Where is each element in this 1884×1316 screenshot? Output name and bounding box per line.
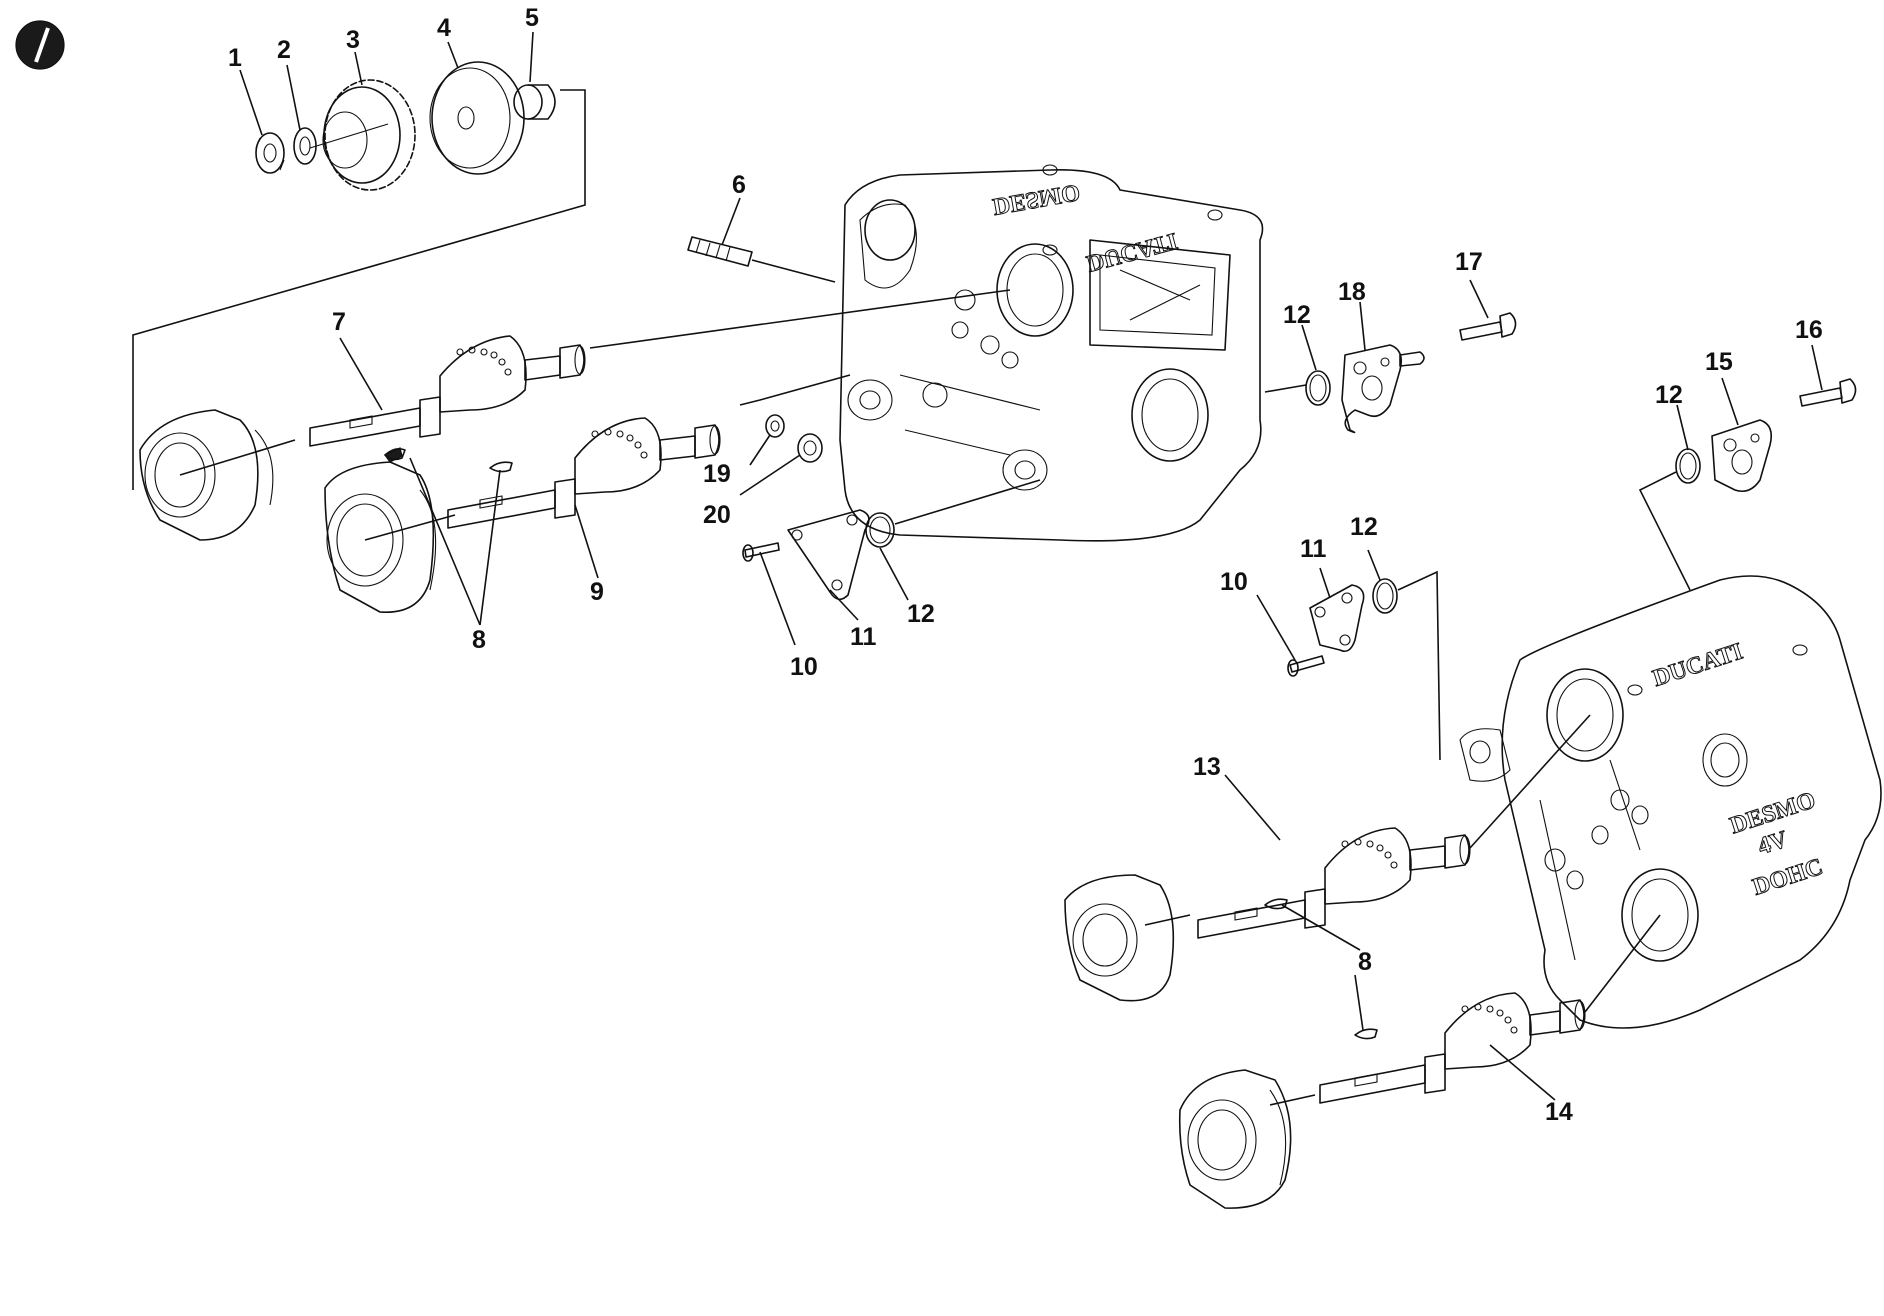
part-13-camshaft (1197, 827, 1471, 939)
part-7-camshaft (309, 335, 586, 447)
callout-12-right-lower: 12 (1350, 513, 1378, 541)
part-12-ring-right-lower (1372, 578, 1398, 614)
group-bracket-line (132, 89, 586, 490)
cylinder-head-horizontal: DESMO DUCATI (839, 164, 1264, 542)
callout-8-right: 8 (1358, 948, 1372, 976)
callout-12-left: 12 (907, 600, 935, 628)
callout-14: 14 (1545, 1098, 1573, 1126)
part-1-nut (255, 132, 285, 174)
callout-7: 7 (332, 308, 346, 336)
part-14-camshaft (1319, 992, 1586, 1104)
callout-20: 20 (703, 501, 731, 529)
cam-cover-lower-right (1178, 1069, 1292, 1209)
callout-16: 16 (1795, 316, 1823, 344)
part-5-bushing (513, 84, 556, 120)
part-9-camshaft (447, 417, 721, 529)
head-brand-desmo-mirrored: DESMO (991, 178, 1082, 219)
head-brand-ducati: DUCATI (1650, 639, 1746, 692)
callout-6: 6 (732, 171, 746, 199)
part-8-key-right-b (1354, 1028, 1378, 1040)
part-10-bolt-left (742, 542, 780, 562)
callout-19: 19 (703, 460, 731, 488)
callout-5: 5 (525, 4, 539, 32)
cam-cover-upper-left (139, 409, 274, 541)
part-2-washer (293, 127, 317, 165)
part-10-bolt-right (1287, 655, 1325, 677)
head-brand-4v: 4V (1755, 826, 1792, 860)
part-20-bushing (797, 433, 823, 463)
head-brand-ducati-mirrored: DUCATI (1084, 227, 1180, 276)
section-marker-icon (15, 20, 65, 70)
callout-1: 1 (228, 44, 242, 72)
callout-12-upper: 12 (1283, 301, 1311, 329)
part-15-tensioner-body (1711, 419, 1773, 493)
part-17-bolt-upper (1459, 312, 1517, 341)
callout-9: 9 (590, 578, 604, 606)
callout-10-right: 10 (1220, 568, 1248, 596)
part-19-ring (765, 414, 785, 438)
cam-cover-lower-left (324, 461, 437, 613)
callout-10-left: 10 (790, 653, 818, 681)
part-4-pulley-plate (429, 61, 525, 175)
part-3-gear (309, 79, 416, 191)
callout-15: 15 (1705, 348, 1733, 376)
callout-17: 17 (1455, 248, 1483, 276)
callout-11-right: 11 (1300, 535, 1327, 563)
callout-4: 4 (437, 14, 451, 42)
callout-18: 18 (1338, 278, 1366, 306)
part-11-plate-left (787, 509, 870, 601)
cylinder-head-vertical: DUCATI DESMO 4V DOHC (1459, 575, 1882, 1029)
head-brand-dohc: DOHC (1750, 854, 1827, 901)
part-12-ring-right (1675, 448, 1701, 484)
part-12-ring-upper (1305, 370, 1331, 406)
part-12-ring-left (865, 512, 895, 548)
callout-leaders (239, 31, 1823, 1101)
part-6-stud (687, 236, 753, 267)
part-8-key-right-a (1264, 898, 1288, 910)
callout-8-left: 8 (472, 626, 486, 654)
callout-13: 13 (1193, 753, 1221, 781)
part-8-key-left-a (384, 447, 406, 463)
part-11-plate-right (1309, 584, 1365, 653)
part-18-tensioner-body (1341, 344, 1425, 434)
cam-cover-upper-right (1064, 874, 1175, 1002)
callout-3: 3 (346, 26, 360, 54)
callout-labels: 1 2 3 4 5 6 7 8 9 10 11 12 19 20 12 18 1… (228, 4, 1823, 1126)
part-8-key-left-b (489, 461, 513, 473)
callout-2: 2 (277, 36, 291, 64)
callout-11-left: 11 (850, 623, 877, 651)
part-16-bolt-right (1799, 378, 1857, 407)
callout-12-right: 12 (1655, 381, 1683, 409)
